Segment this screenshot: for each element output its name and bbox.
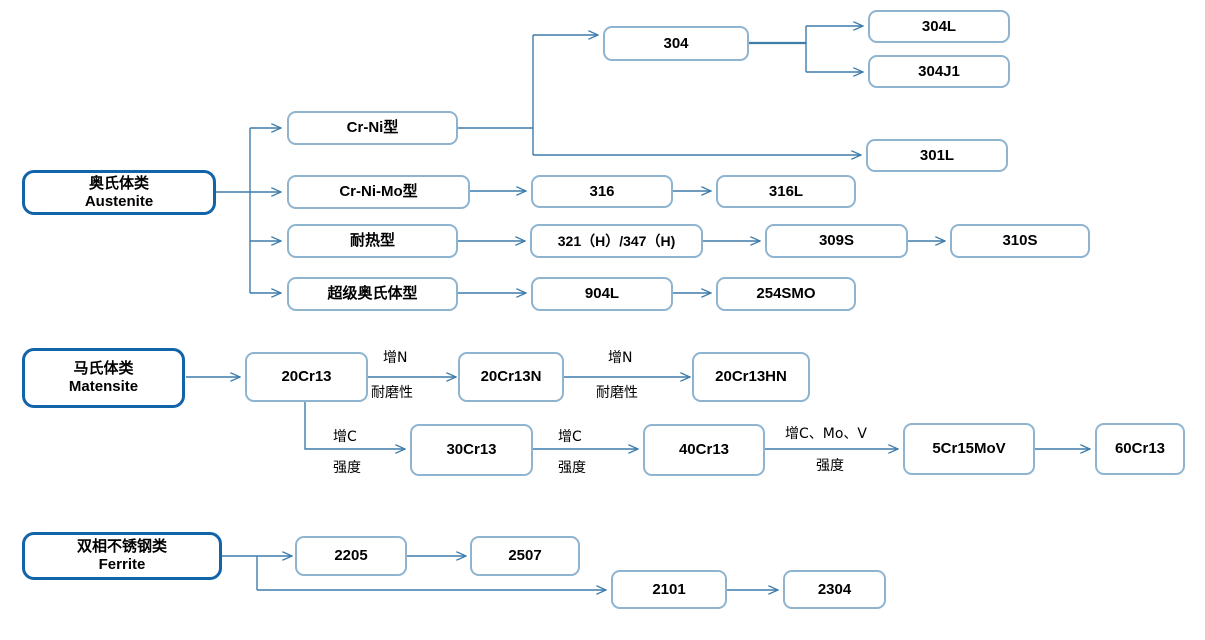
node-2205[interactable]: 2205 xyxy=(295,536,407,576)
node-304l[interactable]: 304L xyxy=(868,10,1010,43)
node-310s[interactable]: 310S xyxy=(950,224,1090,258)
edge-label-40cr13-to-5cr15mov-bottom: 强度 xyxy=(816,458,844,474)
edge-label-30cr13-to-40cr13-bottom: 强度 xyxy=(558,460,586,476)
node-5cr15mov[interactable]: 5Cr15MoV xyxy=(903,423,1035,475)
node-cr-ni-mo-type[interactable]: Cr-Ni-Mo型 xyxy=(287,175,470,209)
node-301l[interactable]: 301L xyxy=(866,139,1008,172)
edge-label-30cr13-to-40cr13-top: 增C xyxy=(558,429,582,445)
root-node-austenite[interactable]: 奥氏体类 Austenite xyxy=(22,170,216,215)
edge-label-20cr13-to-30cr13-bottom: 强度 xyxy=(333,460,361,476)
node-40cr13[interactable]: 40Cr13 xyxy=(643,424,765,476)
root-node-martensite[interactable]: 马氏体类 Matensite xyxy=(22,348,185,408)
node-321h-347h[interactable]: 321（H）/347（H) xyxy=(530,224,703,258)
edge-label-20cr13n-to-20cr13hn-bottom: 耐磨性 xyxy=(596,385,638,401)
node-316[interactable]: 316 xyxy=(531,175,673,208)
node-316l[interactable]: 316L xyxy=(716,175,856,208)
root-ferrite-line2: Ferrite xyxy=(98,556,146,573)
node-304[interactable]: 304 xyxy=(603,26,749,61)
root-ferrite-line1: 双相不锈钢类 xyxy=(76,538,167,555)
edge-label-20cr13-to-30cr13-top: 增C xyxy=(333,429,357,445)
node-309s[interactable]: 309S xyxy=(765,224,908,258)
node-20cr13hn[interactable]: 20Cr13HN xyxy=(692,352,810,402)
edge-label-40cr13-to-5cr15mov-top: 增C、Mo、V xyxy=(785,426,867,442)
edge-label-20cr13-to-20cr13n-bottom: 耐磨性 xyxy=(371,385,413,401)
root-node-ferrite[interactable]: 双相不锈钢类 Ferrite xyxy=(22,532,222,580)
node-super-austenite-type[interactable]: 超级奥氏体型 xyxy=(287,277,458,311)
root-martensite-line2: Matensite xyxy=(68,378,139,395)
root-austenite-line1: 奥氏体类 xyxy=(88,174,149,192)
node-2101[interactable]: 2101 xyxy=(611,570,727,609)
node-30cr13[interactable]: 30Cr13 xyxy=(410,424,533,476)
edge-label-20cr13n-to-20cr13hn-top: 增N xyxy=(608,350,633,366)
node-cr-ni-type[interactable]: Cr-Ni型 xyxy=(287,111,458,145)
node-20cr13n[interactable]: 20Cr13N xyxy=(458,352,564,402)
root-martensite-line1: 马氏体类 xyxy=(73,360,134,377)
node-304j1[interactable]: 304J1 xyxy=(868,55,1010,88)
node-60cr13[interactable]: 60Cr13 xyxy=(1095,423,1185,475)
node-2507[interactable]: 2507 xyxy=(470,536,580,576)
node-heat-resistant-type[interactable]: 耐热型 xyxy=(287,224,458,258)
node-904l[interactable]: 904L xyxy=(531,277,673,311)
edge-label-20cr13-to-20cr13n-top: 增N xyxy=(383,350,408,366)
node-254smo[interactable]: 254SMO xyxy=(716,277,856,311)
node-20cr13[interactable]: 20Cr13 xyxy=(245,352,368,402)
root-austenite-line2: Austenite xyxy=(84,192,154,210)
node-2304[interactable]: 2304 xyxy=(783,570,886,609)
